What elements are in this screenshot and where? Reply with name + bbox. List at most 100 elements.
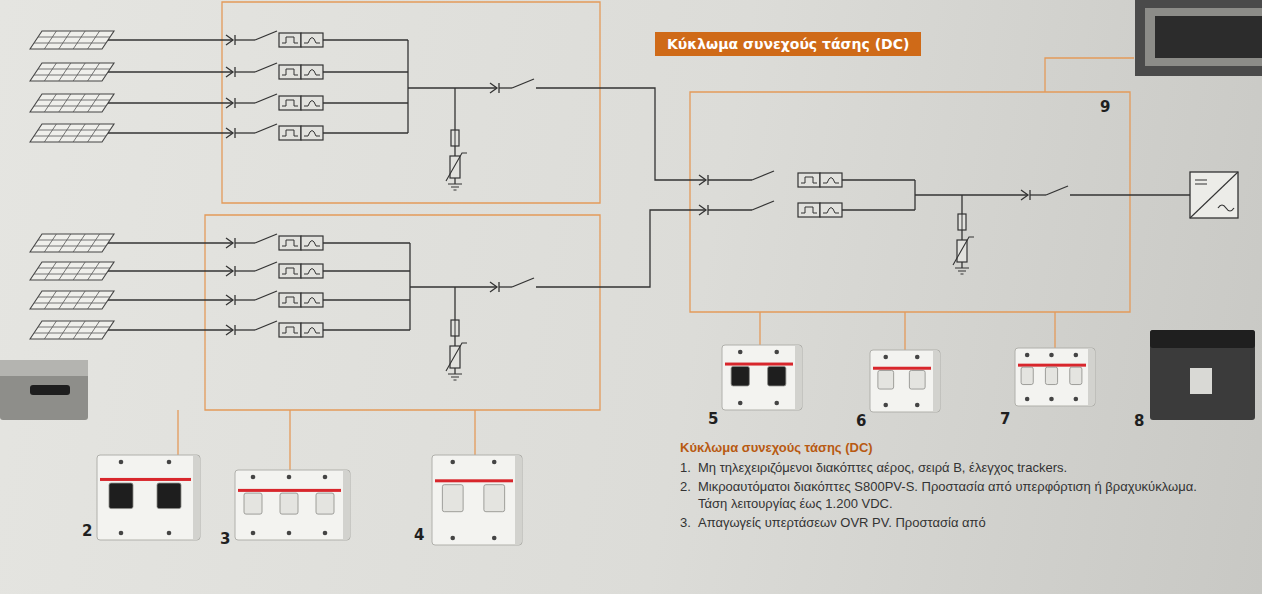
wire [235,270,255,271]
enclosure-window [1155,16,1262,58]
ground-lines [448,374,462,380]
thermal-trip [801,177,817,183]
magnetic-trip [304,38,320,44]
enclosure-frame [1145,8,1262,66]
terminal-screw [883,355,888,360]
breaker-photo [1015,348,1095,406]
switch-symbol [255,262,277,271]
connector-symbol [699,175,708,185]
notes-heading: Κύκλωμα συνεχούς τάσης (DC) [680,440,1225,457]
enclosure-outline [1054,312,1055,348]
toggle-handle [768,366,786,386]
terminal-screw [1074,353,1079,358]
toggle-handle [1021,367,1033,384]
pv-grid [44,321,56,339]
wire [915,194,1028,195]
connector-symbol [226,67,235,77]
terminal-screw [492,460,497,465]
connector-chevron [1021,190,1028,200]
pv-grid [59,94,71,112]
breaker-box [279,126,301,140]
surge-arrester-symbol [446,153,467,181]
fuse-symbol [958,214,966,230]
note-text: Απαγωγείς υπερτάσεων OVR PV. Προστασία α… [698,515,1225,532]
toggle-handle [280,493,298,514]
pv-panel [30,94,114,112]
note-text: Μικροαυτόματοι διακόπτες S800PV-S. Προστ… [698,479,1225,513]
wire [108,102,233,103]
enclosure-outline [904,312,905,350]
wire [536,88,706,180]
red-stripe [873,367,931,370]
breaker-box [301,323,323,337]
switch-symbol [255,291,277,300]
thermal-trip [282,130,298,136]
ground-symbol [955,268,969,274]
device-top [1150,330,1255,348]
device-body [0,360,88,420]
switch-symbol [255,31,277,40]
pv-grid [44,291,56,309]
connector-symbol [226,266,235,276]
pv-panel [30,31,114,49]
toggle-handle [442,485,463,512]
breaker-box [279,96,301,110]
connector-chevron [226,295,233,305]
fuse-body [451,320,459,336]
wire [108,39,233,40]
pv-grid [34,75,106,76]
terminal-screw [251,531,256,536]
wire [235,242,255,243]
fuse-element [962,214,963,230]
magnetic-trip [304,101,320,107]
callout-number: 3 [220,530,230,548]
wire [454,146,455,156]
pv-grid [38,327,110,328]
pv-grid [34,43,106,44]
callout-number: 7 [1000,410,1010,428]
terminal-screw [1074,397,1079,402]
breaker-box [279,236,301,250]
pv-grid [59,31,71,49]
pv-panel-frame [30,321,114,339]
pv-grid [38,130,110,131]
magnetic-trip [823,178,839,184]
pv-panel [30,63,114,81]
callout-number: 4 [414,526,424,544]
varistor-slash [446,153,467,181]
terminal-screw [915,403,920,408]
device-body [870,350,940,412]
terminal-screw [167,460,172,465]
breaker-box [301,65,323,79]
device-shade [515,456,521,544]
connector-symbol [226,295,235,305]
wire [961,230,962,240]
enclosure-body [1135,0,1262,76]
terminal-screw [323,475,328,480]
terminal-screw [774,350,779,355]
device-label [1190,368,1212,394]
note-item: 3.Απαγωγείς υπερτάσεων OVR PV. Προστασία… [680,515,1225,532]
inverter-symbol [1190,172,1238,218]
device-body [722,345,802,410]
pv-grid [34,106,106,107]
connector-chevron [226,238,233,248]
breaker-symbol [279,236,323,250]
dc-sign [1195,180,1207,184]
pv-grid [34,246,106,247]
breaker-box [301,293,323,307]
wire [961,262,962,268]
surge-arrester-symbol [953,237,974,265]
pv-grid [59,291,71,309]
breaker-box [279,65,301,79]
device-top [0,360,88,376]
wire [108,329,233,330]
toggle-handle [109,483,133,509]
toggle-handle [1070,367,1082,384]
wire [410,286,497,287]
pv-grid [88,94,100,112]
pv-grid [59,234,71,252]
wire [108,299,233,300]
enclosure-outline [289,410,290,470]
wire [235,299,255,300]
